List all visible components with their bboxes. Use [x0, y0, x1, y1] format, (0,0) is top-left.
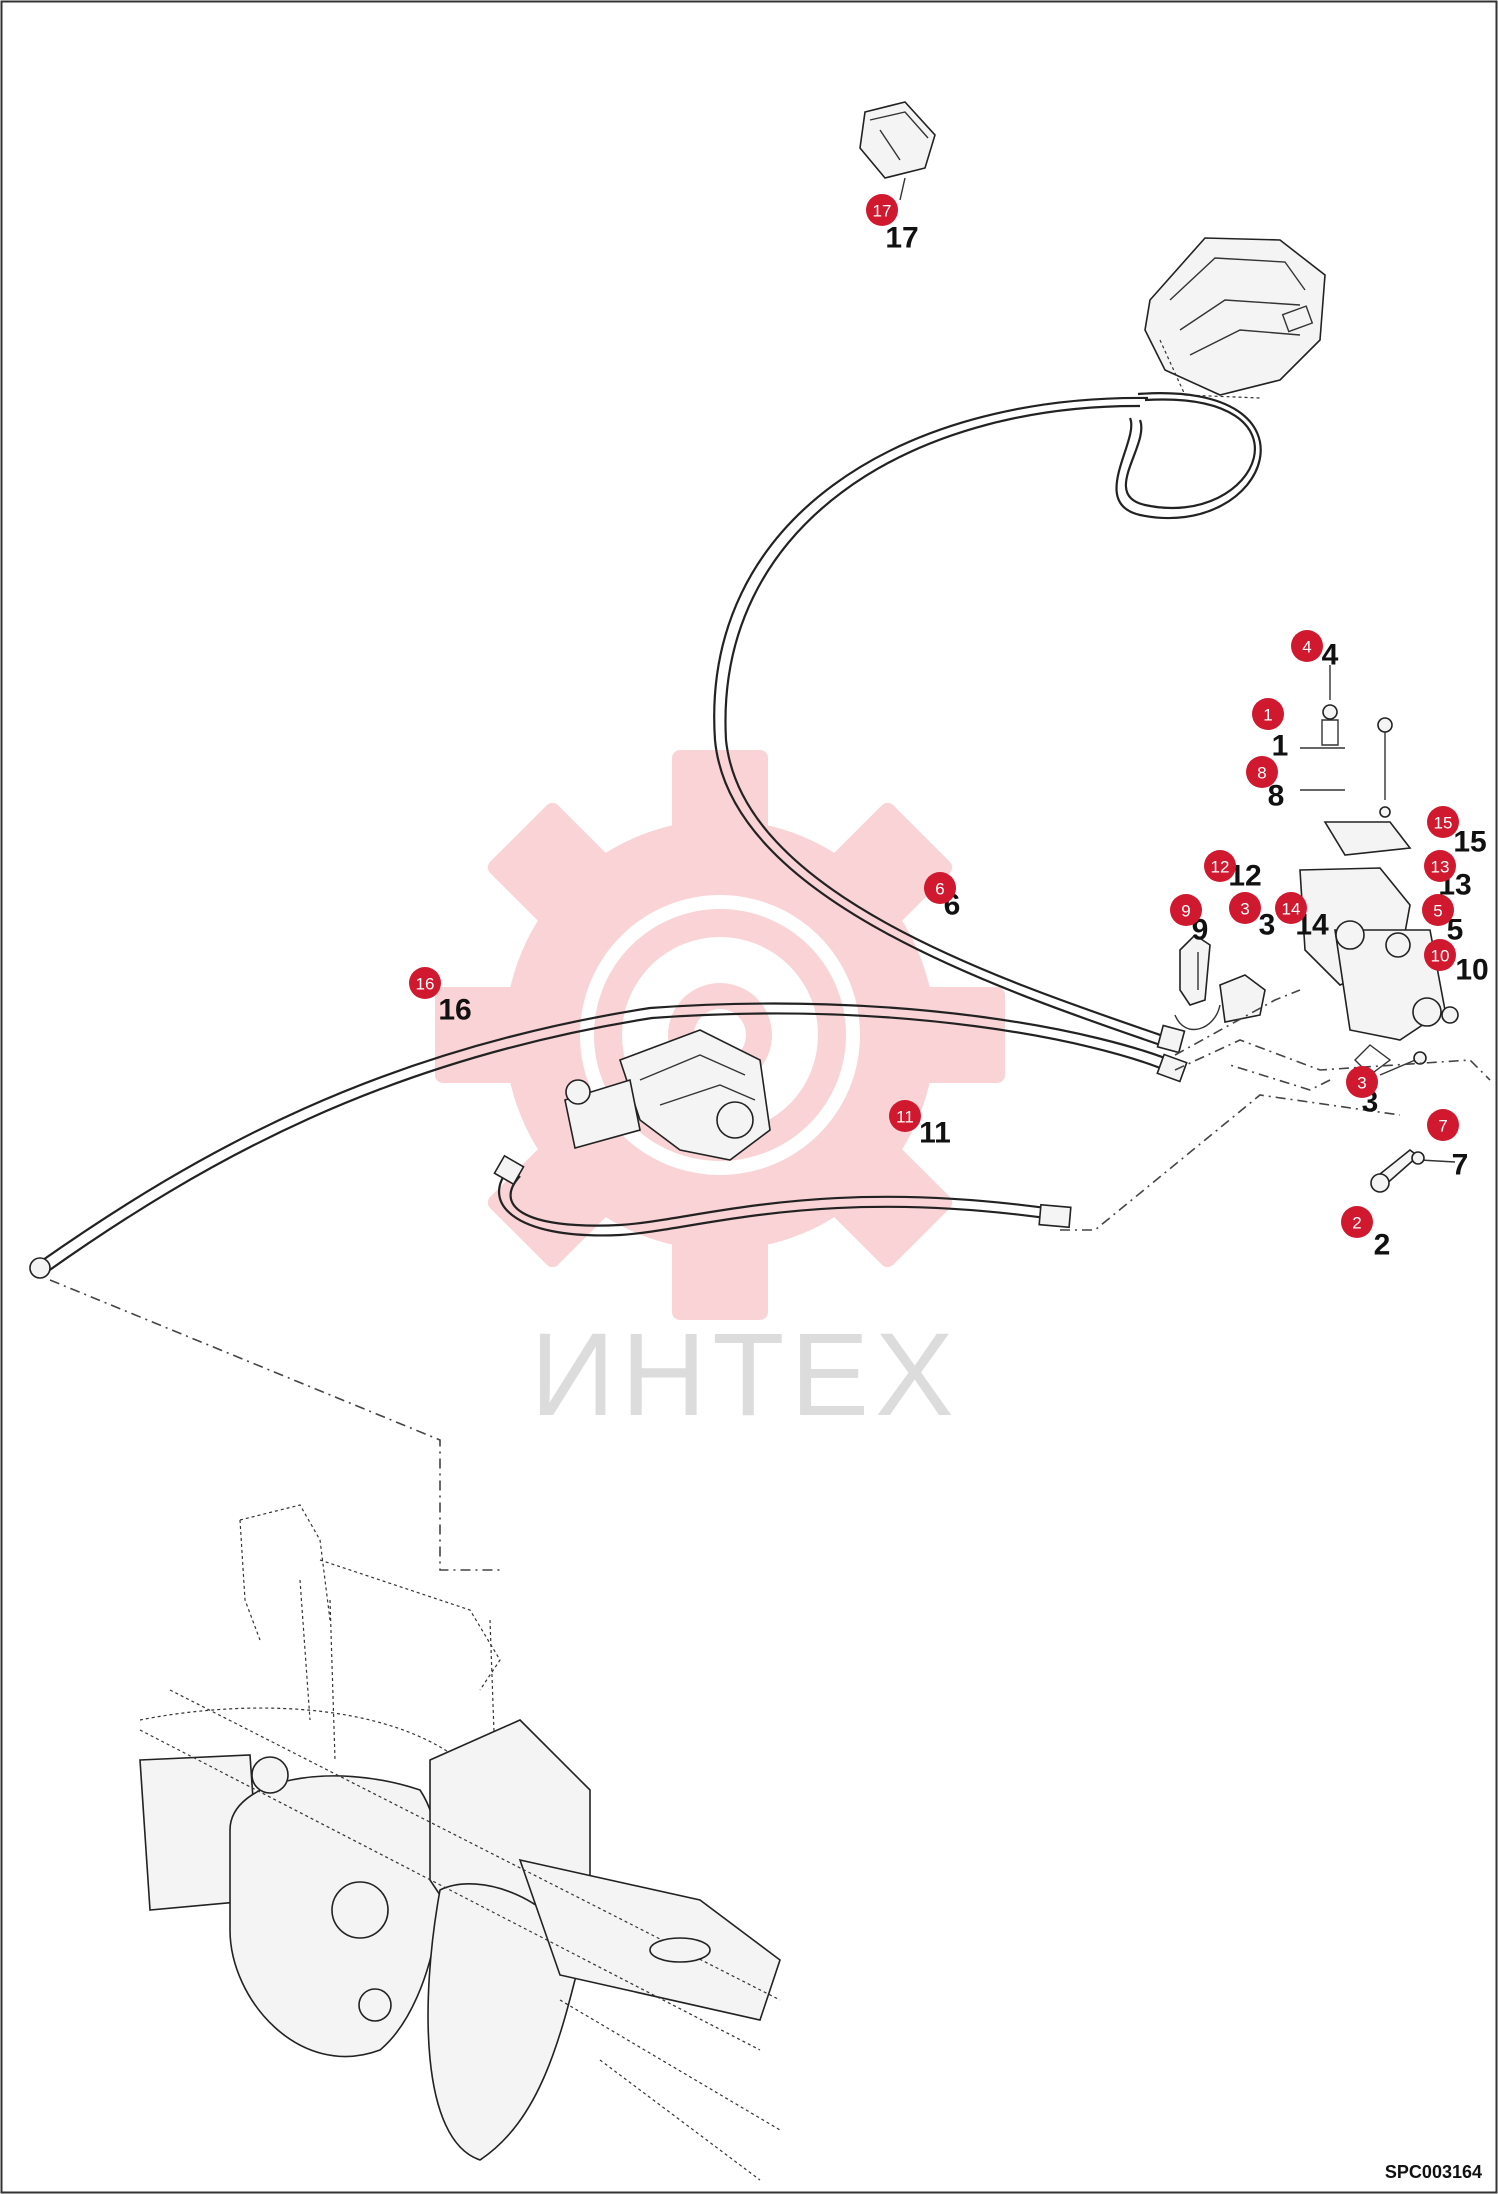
part-number-label-11: 11	[919, 1117, 951, 1150]
callout-number: 6	[935, 880, 944, 899]
callout-badge-13[interactable]: 13	[1424, 850, 1456, 882]
callout-number: 3	[1240, 900, 1249, 919]
callout-circle	[1422, 894, 1454, 926]
part-number-label-2: 2	[1374, 1229, 1391, 1262]
routing-dash-lines	[49, 989, 1491, 1571]
part-number-label-7: 7	[1452, 1149, 1469, 1182]
callout-badge-2[interactable]: 2	[1341, 1206, 1373, 1238]
watermark: ИНТЕХ	[435, 750, 1005, 1441]
callout-badge-6[interactable]: 6	[924, 872, 956, 904]
callout-badge-3b[interactable]: 3	[1346, 1066, 1378, 1098]
callout-number: 11	[896, 1108, 914, 1127]
callout-circle	[1204, 850, 1236, 882]
callout-number: 15	[1434, 814, 1453, 833]
callout-number: 3	[1357, 1074, 1366, 1093]
callout-number: 12	[1211, 858, 1230, 877]
part-number-label-17: 17	[885, 222, 918, 255]
callout-badge-8[interactable]: 8	[1246, 756, 1278, 788]
callout-badge-14[interactable]: 14	[1275, 892, 1307, 924]
callout-badge-10[interactable]: 10	[1424, 939, 1456, 971]
control-valve	[1144, 237, 1326, 399]
part-number-label-1: 1	[1272, 730, 1289, 763]
part-number-label-15: 15	[1453, 826, 1486, 859]
callout-circle	[1346, 1066, 1378, 1098]
callout-circle	[409, 967, 441, 999]
callout-circle	[924, 872, 956, 904]
callout-number: 9	[1181, 902, 1190, 921]
part-number-label-10: 10	[1455, 954, 1488, 987]
callout-number: 13	[1431, 858, 1450, 877]
callout-circle	[1424, 939, 1456, 971]
steering-unit	[564, 1029, 771, 1161]
callout-badge-9[interactable]: 9	[1170, 894, 1202, 926]
callout-number: 10	[1431, 947, 1450, 966]
part-17-relay	[859, 101, 936, 201]
part-number-label-4: 4	[1322, 639, 1339, 672]
callout-badge-1[interactable]: 1	[1252, 698, 1284, 730]
callout-circle	[1170, 894, 1202, 926]
callout-number: 2	[1352, 1214, 1361, 1233]
part-number-label-3a: 3	[1259, 909, 1276, 942]
callout-circle	[1427, 806, 1459, 838]
hose-6	[713, 392, 1262, 1054]
callout-badge-5[interactable]: 5	[1422, 894, 1454, 926]
callout-circle	[1252, 698, 1284, 730]
callout-circle	[1424, 850, 1456, 882]
callout-badge-12[interactable]: 12	[1204, 850, 1236, 882]
axle-assembly	[139, 1504, 781, 2181]
callout-badge-16[interactable]: 16	[409, 967, 441, 999]
callout-number: 7	[1438, 1117, 1447, 1136]
bracket-assembly	[1174, 665, 1459, 1193]
callout-circle	[1427, 1109, 1459, 1141]
callout-circle	[1275, 892, 1307, 924]
part-number-label-8: 8	[1268, 780, 1285, 813]
part-number-label-5: 5	[1447, 914, 1464, 947]
gear-logo-icon	[435, 750, 1005, 1320]
callout-circle	[1341, 1206, 1373, 1238]
callout-circle	[866, 194, 898, 226]
callout-number: 17	[873, 202, 892, 221]
callout-badge-7[interactable]: 7	[1427, 1109, 1459, 1141]
callout-circle	[1291, 630, 1323, 662]
callout-number: 1	[1263, 706, 1272, 725]
part-number-label-16: 16	[438, 994, 471, 1027]
watermark-text: ИНТЕХ	[530, 1309, 960, 1441]
callout-number: 8	[1257, 764, 1266, 783]
callout-circle	[889, 1100, 921, 1132]
callout-badge-17[interactable]: 17	[866, 194, 898, 226]
hose-11	[493, 1154, 1072, 1237]
callout-circle	[1246, 756, 1278, 788]
callout-number: 4	[1302, 638, 1311, 657]
callout-badge-3a[interactable]: 3	[1229, 892, 1261, 924]
drawing-code: SPC003164	[1385, 2162, 1482, 2182]
callout-number: 5	[1433, 902, 1442, 921]
callout-badge-4[interactable]: 4	[1291, 630, 1323, 662]
callout-badge-11[interactable]: 11	[889, 1100, 921, 1132]
callout-number: 14	[1282, 900, 1301, 919]
hose-16	[29, 1002, 1188, 1279]
callout-badge-15[interactable]: 15	[1427, 806, 1459, 838]
callout-circle	[1229, 892, 1261, 924]
callout-number: 16	[416, 975, 435, 994]
